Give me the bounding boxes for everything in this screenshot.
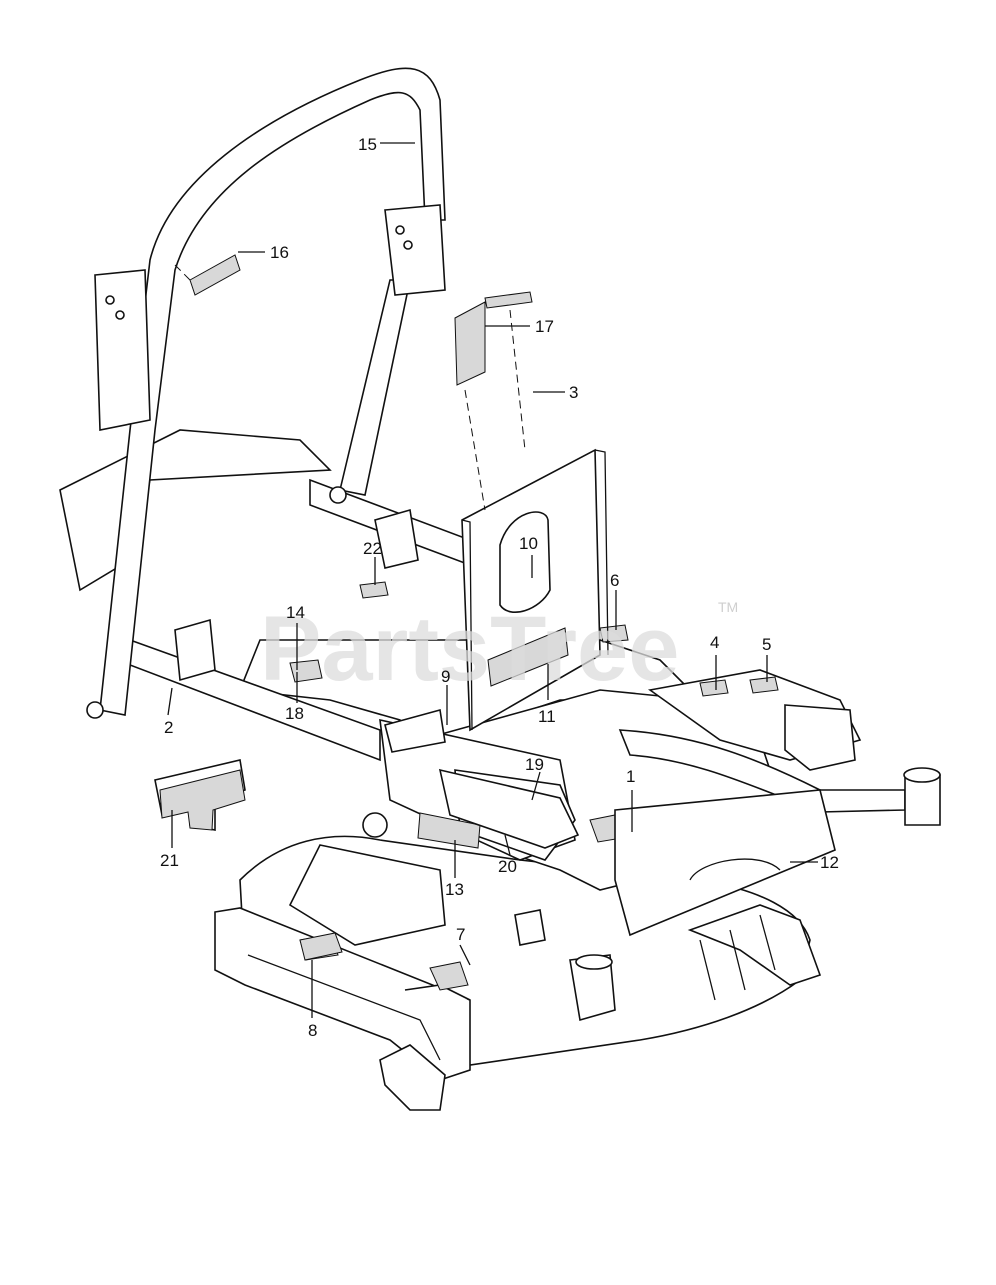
watermark-tm: TM (718, 599, 738, 615)
callout-5: 5 (762, 635, 771, 654)
callout-6: 6 (610, 571, 619, 590)
callout-11: 11 (538, 707, 556, 726)
callout-22: 22 (363, 539, 382, 558)
callout-16: 16 (270, 243, 289, 262)
leader-lines (167, 142, 818, 1018)
callout-9: 9 (441, 667, 450, 686)
decals-top (454, 291, 533, 511)
callout-20: 20 (498, 857, 517, 876)
callout-10: 10 (519, 534, 538, 553)
decal-8 (299, 932, 343, 961)
callout-1: 1 (626, 767, 635, 786)
callout-13: 13 (445, 880, 464, 899)
bracket-19 (438, 768, 580, 849)
callout-14: 14 (286, 603, 305, 622)
decal-16 (189, 254, 241, 296)
callout-17: 17 (535, 317, 554, 336)
callout-18: 18 (285, 704, 304, 723)
bracket-21 (159, 769, 246, 831)
roll-bar (86, 67, 446, 719)
deck-shield (288, 844, 446, 946)
callout-15: 15 (358, 135, 377, 154)
watermark: PartsTree TM (260, 598, 738, 700)
seat-plate (461, 448, 609, 732)
callout-3: 3 (569, 383, 578, 402)
watermark-text: PartsTree (260, 598, 679, 700)
callout-21: 21 (160, 851, 179, 870)
callout-19: 19 (525, 755, 544, 774)
lever-bracket (384, 708, 446, 753)
callout-12: 12 (820, 853, 839, 872)
callout-4: 4 (710, 633, 719, 652)
callout-8: 8 (308, 1021, 317, 1040)
callout-7: 7 (456, 925, 465, 944)
decal-16-leader (174, 264, 193, 283)
callout-labels: 1 2 3 4 5 6 7 8 9 10 11 12 13 14 15 16 1… (160, 135, 839, 1040)
callout-2: 2 (164, 718, 173, 737)
front-axle (614, 704, 941, 937)
